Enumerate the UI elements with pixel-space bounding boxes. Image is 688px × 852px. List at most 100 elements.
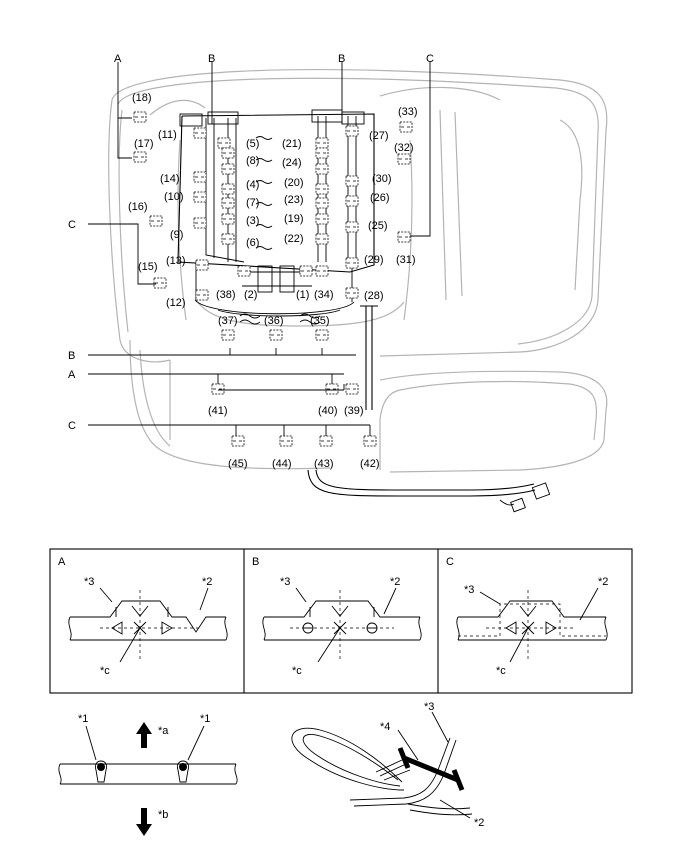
group-label-c-top: C: [426, 53, 434, 65]
clip-label: (17): [134, 138, 154, 150]
detail-panel-c: C *3 *2 *c: [446, 556, 608, 677]
clip-symbol: [221, 329, 235, 341]
clip-label: (5): [246, 138, 259, 150]
clip-symbol: [221, 183, 235, 195]
clip-label: (4): [246, 179, 259, 191]
group-label-b-right: B: [338, 53, 345, 65]
clip-label: (40): [318, 405, 338, 417]
clip-label: (19): [284, 213, 304, 225]
callout-2: *2: [598, 576, 608, 588]
clip-label: (25): [368, 220, 388, 232]
clip-symbol: [345, 383, 359, 395]
clip-symbol: [397, 231, 411, 243]
clip-label: (39): [344, 405, 364, 417]
arrow-down-label: *b: [158, 809, 168, 821]
callout-c: *c: [292, 665, 302, 677]
clip-symbol: [345, 175, 359, 187]
clip-label: (14): [160, 173, 180, 185]
clip-position-legend: *1 *1 *a *b: [58, 713, 238, 836]
clip-label: (21): [282, 138, 302, 150]
clip-symbol: [217, 137, 231, 149]
clip-symbol: [237, 265, 251, 277]
clip-label: (36): [264, 315, 284, 327]
clip-symbol: [221, 147, 235, 159]
detail-panel-b: B *3 *2 *c: [252, 556, 422, 677]
clip-label: (42): [360, 458, 380, 470]
callout-1-left: *1: [78, 713, 88, 725]
clip-label: (45): [228, 458, 248, 470]
clip-symbol: [315, 137, 329, 149]
group-label-b-left: B: [208, 53, 215, 65]
clip-label: (23): [284, 194, 304, 206]
clip-symbol: [133, 111, 147, 123]
group-label-b-bottom: B: [68, 350, 75, 362]
clip-symbol: [315, 183, 329, 195]
arrow-up-icon: [136, 722, 152, 748]
clip-symbol: [193, 171, 207, 183]
callout-2: *2: [202, 576, 212, 588]
clip-label: (11): [158, 129, 177, 141]
clip-label: (1): [296, 289, 309, 301]
clip-label: (13): [166, 255, 186, 267]
clip-symbol: [193, 217, 207, 229]
clip-symbol: [193, 127, 207, 139]
clip-label: (28): [364, 290, 384, 302]
detail-panel-a: A *3 *2 *c: [58, 556, 228, 677]
clip-symbol: [315, 233, 329, 245]
clip-label: (18): [132, 92, 152, 104]
clip-symbol: [315, 163, 329, 175]
clip-symbol: [345, 195, 359, 207]
clip-symbol: [325, 383, 339, 395]
clip-symbol: [221, 197, 235, 209]
clip-label: (24): [282, 157, 302, 169]
clip-symbols: [133, 111, 413, 447]
callout-3: *3: [424, 701, 434, 713]
hog-ring-detail: *3 *4 *2: [291, 701, 484, 829]
clip-label: (15): [138, 261, 158, 273]
clip-label: (26): [370, 192, 390, 204]
seat-outline: [108, 69, 608, 473]
clip-label: (27): [369, 130, 389, 142]
callout-3: *3: [280, 576, 290, 588]
clip-label: (8): [246, 155, 259, 167]
arrow-down-icon: [136, 808, 152, 836]
clip-label: (34): [314, 289, 334, 301]
clip-symbol: [399, 121, 413, 133]
clip-label: (12): [166, 297, 186, 309]
clip-symbol: [153, 277, 167, 289]
clip-label: (16): [128, 201, 148, 213]
clip-symbol: [363, 435, 377, 447]
arrow-up-label: *a: [158, 725, 169, 737]
callout-3: *3: [464, 584, 474, 596]
callout-3: *3: [84, 576, 94, 588]
panel-title: B: [252, 556, 259, 568]
detail-panels: A *3 *2 *c B: [49, 548, 633, 694]
clip-symbol: [345, 257, 359, 269]
clip-icon: [97, 763, 105, 771]
clip-label: (44): [272, 458, 292, 470]
panel-title: A: [58, 556, 66, 568]
clip-symbol: [397, 153, 411, 165]
clip-symbol: [193, 191, 207, 203]
clip-label: (31): [396, 254, 416, 266]
callout-4: *4: [380, 721, 390, 733]
clip-symbol: [299, 265, 313, 277]
clip-label: (37): [218, 315, 238, 327]
clip-label: (10): [164, 191, 184, 203]
clip-symbol: [315, 213, 329, 225]
callout-c: *c: [100, 665, 110, 677]
clip-symbol: [221, 163, 235, 175]
clip-label: (32): [394, 142, 414, 154]
callout-1-right: *1: [200, 713, 210, 725]
clip-number-labels: (1) (2) (3) (4) (5) (6) (7) (8) (9) (10)…: [128, 92, 418, 470]
clip-symbol: [269, 329, 283, 341]
group-label-a-bottom: A: [68, 369, 76, 381]
clip-label: (20): [284, 177, 304, 189]
clip-symbol: [345, 287, 359, 299]
clip-symbol: [221, 213, 235, 225]
group-label-a-top: A: [114, 53, 122, 65]
clip-symbol: [315, 265, 329, 277]
clip-symbol: [221, 233, 235, 245]
clip-label: (3): [246, 215, 259, 227]
